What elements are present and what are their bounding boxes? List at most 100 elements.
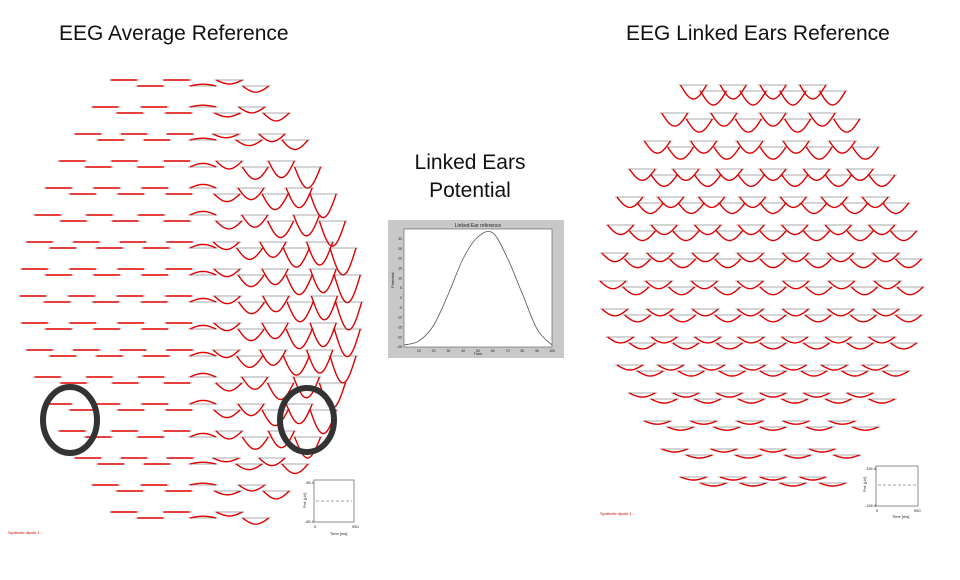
inset-chart-x-tick: 40 <box>461 349 465 353</box>
electrode-trace <box>686 454 713 459</box>
electrode-trace <box>215 382 243 392</box>
electrode-trace <box>804 314 832 323</box>
electrode-right <box>676 202 707 215</box>
electrode-left <box>211 457 241 463</box>
electrode-left <box>211 241 242 251</box>
electrode-trace <box>736 280 764 290</box>
electrode-right <box>758 476 788 481</box>
electrode-trace <box>714 258 742 269</box>
electrode-trace <box>238 106 266 114</box>
electrode-left <box>265 382 296 401</box>
inset-chart-x-tick: 70 <box>506 349 510 353</box>
electrode-trace <box>737 398 765 404</box>
electrode-right <box>622 314 653 323</box>
inset-chart-xlabel: Time <box>474 351 484 356</box>
electrode-trace <box>216 511 243 517</box>
right-scale-frame <box>875 465 919 507</box>
electrode-right <box>708 112 739 127</box>
electrode-trace <box>737 174 765 188</box>
electrode-right <box>714 168 745 182</box>
electrode-trace <box>828 280 856 290</box>
electrode-right <box>758 146 788 160</box>
right-scale-x-start: 0 <box>876 508 879 513</box>
left-scale-top: 89.1 <box>306 480 315 485</box>
electrode-trace <box>607 336 634 344</box>
electrode-right <box>736 174 767 188</box>
electrode-left <box>240 436 271 451</box>
electrode-right <box>642 420 673 425</box>
electrode-right <box>667 314 698 323</box>
electrode-left <box>188 461 218 465</box>
electrode-trace <box>306 241 334 266</box>
electrode-trace <box>803 168 831 182</box>
electrode-left <box>236 106 267 114</box>
right-scale-bottom: -126.4 <box>865 503 877 508</box>
electrode-trace <box>189 432 217 438</box>
electrode-right <box>666 286 697 296</box>
electrode-trace <box>310 295 339 321</box>
electrode-trace <box>716 342 743 350</box>
electrode-trace <box>737 336 765 344</box>
inset-chart-x-tick: 20 <box>432 349 436 353</box>
electrode-trace <box>258 133 286 143</box>
electrode-trace <box>677 370 705 377</box>
electrode-right <box>692 224 723 236</box>
electrode-right <box>733 118 764 133</box>
electrode-trace <box>286 301 314 323</box>
electrode-trace <box>267 430 296 449</box>
electrode-trace <box>335 301 363 331</box>
electrode-trace <box>235 139 263 147</box>
electrode-trace <box>189 482 217 486</box>
electrode-trace <box>258 457 286 467</box>
electrode-trace <box>259 349 287 367</box>
electrode-left <box>239 214 270 228</box>
electrode-trace <box>872 252 900 263</box>
inset-chart-y-tick: 5 <box>400 286 402 290</box>
electrode-right <box>599 308 630 317</box>
electrode-right <box>779 174 810 188</box>
electrode-trace <box>293 436 322 459</box>
inset-chart-y-tick: -5 <box>399 306 402 310</box>
electrode-trace <box>282 355 311 376</box>
electrode-trace <box>882 370 910 377</box>
electrode-left <box>260 322 291 340</box>
electrode-right <box>758 286 788 296</box>
electrode-right <box>860 364 891 371</box>
left-scale-xlabel: Time [ms] <box>330 531 347 536</box>
electrode-left <box>239 376 270 390</box>
electrode-trace <box>266 382 295 401</box>
electrode-left <box>260 193 291 211</box>
electrode-trace <box>628 168 656 182</box>
electrode-trace <box>236 355 264 369</box>
electrode-right <box>823 336 854 344</box>
electrode-right <box>696 364 727 371</box>
electrode-left <box>332 274 363 304</box>
electrode-trace <box>759 426 787 431</box>
electrode-trace <box>215 160 243 170</box>
electrode-trace <box>241 436 269 451</box>
electrode-trace <box>213 295 241 305</box>
inset-chart-title: Linked Ear reference <box>455 223 502 229</box>
electrode-right <box>670 168 701 182</box>
electrode-trace <box>318 220 347 247</box>
electrode-right <box>780 252 811 263</box>
electrode-trace <box>890 230 918 242</box>
electrode-trace <box>759 202 787 215</box>
electrode-trace <box>262 295 290 313</box>
electrode-trace <box>833 118 861 133</box>
electrode-right <box>714 230 745 242</box>
electrode-trace <box>628 230 656 242</box>
right-caption: Synthetic dipole 1: - <box>600 511 636 516</box>
electrode-trace <box>212 457 240 463</box>
electrode-left <box>261 490 292 500</box>
electrode-trace <box>735 454 762 459</box>
electrode-trace <box>672 392 700 398</box>
electrode-right <box>711 146 742 160</box>
electrode-right <box>737 196 768 209</box>
electrode-right <box>665 146 696 160</box>
electrode-trace <box>661 112 689 127</box>
electrode-right <box>758 314 788 323</box>
electrode-right <box>782 118 813 133</box>
electrode-trace <box>841 202 869 215</box>
electrode-right <box>804 426 835 431</box>
